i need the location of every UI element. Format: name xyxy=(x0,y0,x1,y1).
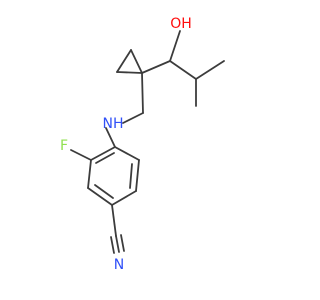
molecule-structure: OH NH F N xyxy=(60,16,225,273)
benzene-ring xyxy=(87,146,140,206)
nitrile-nitrogen-label: N xyxy=(114,257,124,273)
methylene-amine-linker xyxy=(105,72,144,148)
fluorine-label: F xyxy=(60,138,68,154)
nitrile-group xyxy=(110,204,125,254)
hydroxy-isopropyl-chain xyxy=(141,30,225,107)
fluorine-bond xyxy=(70,149,92,161)
cyclopropane-ring xyxy=(116,49,143,74)
hydroxyl-label: OH xyxy=(170,16,192,32)
amine-label: NH xyxy=(103,116,124,132)
